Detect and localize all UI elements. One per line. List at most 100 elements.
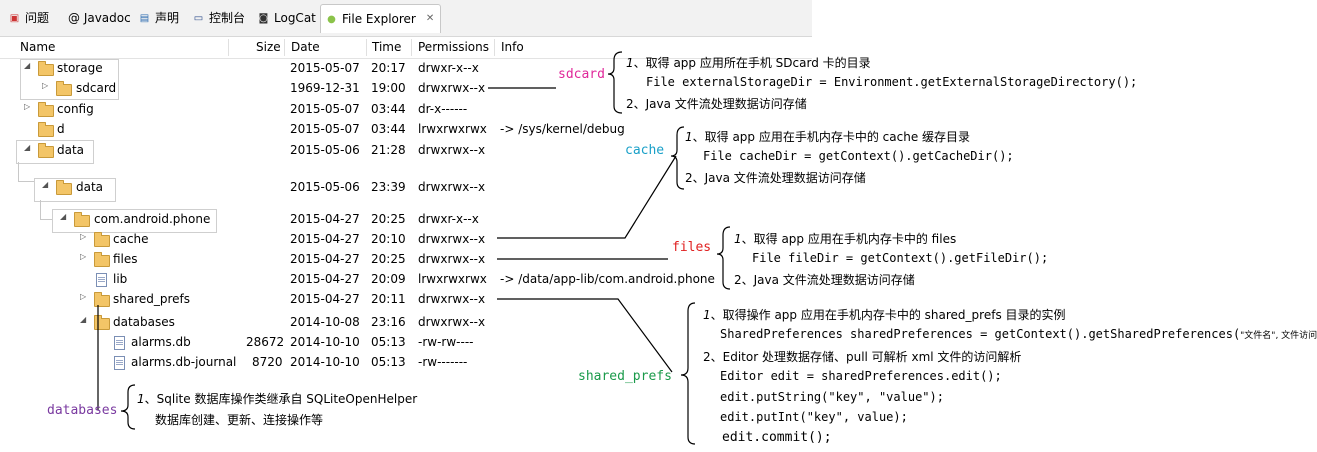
- shared-prefs-note-code: edit.commit();: [722, 430, 832, 445]
- table-row[interactable]: d 2015-05-07 03:44 lrwxrwxrwx -> /sys/ke…: [0, 120, 812, 140]
- table-row[interactable]: ◢ com.android.phone 2015-04-27 20:25 drw…: [0, 210, 812, 230]
- row-time: 23:39: [371, 180, 406, 194]
- folder-icon: [74, 212, 90, 227]
- table-row[interactable]: alarms.db 28672 2014-10-10 05:13 -rw-rw-…: [0, 333, 812, 353]
- table-row[interactable]: ▷ cache 2015-04-27 20:10 drwxrwx--x: [0, 230, 812, 250]
- column-info[interactable]: Info: [501, 40, 524, 54]
- cache-note-code: File cacheDir = getContext().getCacheDir…: [703, 149, 1014, 163]
- row-time: 20:10: [371, 232, 406, 246]
- row-date: 2015-05-07: [290, 122, 360, 136]
- table-row[interactable]: ▷ sdcard 1969-12-31 19:00 drwxrwx--x: [0, 79, 812, 99]
- collapse-icon[interactable]: ◢: [24, 143, 31, 152]
- note-text: 、Java 文件流处理数据访问存储: [633, 97, 807, 111]
- tab-console[interactable]: ▭ 控制台: [192, 6, 245, 30]
- expand-icon[interactable]: ▷: [80, 292, 87, 301]
- column-date[interactable]: Date: [291, 40, 320, 54]
- column-name[interactable]: Name: [20, 40, 56, 54]
- column-time[interactable]: Time: [372, 40, 402, 54]
- note-text: 、Sqlite 数据库操作类继承自 SQLiteOpenHelper: [144, 392, 418, 406]
- table-row[interactable]: lib 2015-04-27 20:09 lrwxrwxrwx -> /data…: [0, 270, 812, 290]
- row-size: 8720: [252, 355, 283, 369]
- tab-logcat[interactable]: ◙ LogCat: [257, 6, 316, 30]
- files-note-line2: 2、Java 文件流处理数据访问存储: [734, 271, 915, 288]
- folder-icon: [94, 232, 110, 247]
- row-time: 23:16: [371, 315, 406, 329]
- step-number: 2: [685, 171, 693, 185]
- shared-prefs-note-line2: 2、Editor 处理数据存储、pull 可解析 xml 文件的访问解析: [703, 348, 1021, 365]
- column-header: Name Size Date Time Permissions Info: [0, 37, 812, 59]
- table-row[interactable]: ◢ databases 2014-10-08 23:16 drwxrwx--x: [0, 313, 812, 333]
- row-date: 2015-05-07: [290, 102, 360, 116]
- row-permissions: drwxrwx--x: [418, 180, 486, 194]
- row-date: 2015-04-27: [290, 292, 360, 306]
- collapse-icon[interactable]: ◢: [24, 61, 31, 70]
- folder-icon: [56, 81, 72, 96]
- step-number: 1: [137, 392, 145, 406]
- folder-icon: [38, 61, 54, 76]
- collapse-icon[interactable]: ◢: [60, 212, 67, 221]
- expand-icon[interactable]: ▷: [80, 252, 87, 261]
- highlight-package: [52, 209, 217, 233]
- folder-icon: [38, 122, 54, 137]
- step-number: 2: [703, 350, 711, 364]
- expand-icon[interactable]: ▷: [24, 102, 31, 111]
- highlight-storage: [20, 59, 119, 100]
- row-info: -> /data/app-lib/com.android.phone: [500, 272, 715, 286]
- expand-icon[interactable]: ▷: [80, 232, 87, 241]
- note-text: 、取得 app 应用在手机内存卡中的 cache 缓存目录: [692, 130, 971, 144]
- note-text: 、取得操作 app 应用在手机内存卡中的 shared_prefs 目录的实例: [710, 308, 1066, 322]
- code-text: SharedPreferences sharedPreferences = ge…: [720, 327, 1241, 341]
- row-time: 05:13: [371, 335, 406, 349]
- cache-label: cache: [625, 143, 665, 158]
- row-name: cache: [113, 232, 149, 246]
- table-row[interactable]: ▷ files 2015-04-27 20:25 drwxrwx--x: [0, 250, 812, 270]
- row-permissions: drwxrwx--x: [418, 292, 486, 306]
- cache-note-line2: 2、Java 文件流处理数据访问存储: [685, 169, 866, 186]
- row-name: databases: [113, 315, 175, 329]
- close-icon[interactable]: ✕: [425, 13, 435, 24]
- row-name: storage: [57, 61, 103, 75]
- tab-declaration[interactable]: ▤ 声明: [138, 6, 179, 30]
- row-name: shared_prefs: [113, 292, 191, 306]
- note-text: 、取得 app 应用所在手机 SDcard 卡的目录: [633, 56, 871, 70]
- row-name: com.android.phone: [94, 212, 211, 226]
- column-permissions[interactable]: Permissions: [418, 40, 489, 54]
- row-name: config: [57, 102, 94, 116]
- table-row[interactable]: ▷ shared_prefs 2015-04-27 20:11 drwxrwx-…: [0, 290, 812, 310]
- row-permissions: drwxrwx--x: [418, 143, 486, 157]
- table-row[interactable]: ◢ data 2015-05-06 23:39 drwxrwx--x: [0, 178, 812, 198]
- row-name: data: [57, 143, 85, 157]
- collapse-icon[interactable]: ◢: [42, 180, 49, 189]
- cache-note-line1: 1、取得 app 应用在手机内存卡中的 cache 缓存目录: [685, 128, 970, 145]
- row-permissions: -rw-------: [418, 355, 468, 369]
- highlight-data: [16, 140, 94, 164]
- folder-icon: [94, 292, 110, 307]
- row-time: 03:44: [371, 102, 406, 116]
- row-time: 20:09: [371, 272, 406, 286]
- table-row[interactable]: ◢ storage 2015-05-07 20:17 drwxr-x--x: [0, 59, 812, 79]
- row-time: 20:17: [371, 61, 406, 75]
- tab-label: 问题: [25, 11, 50, 25]
- tab-label: LogCat: [274, 11, 316, 25]
- row-date: 2015-04-27: [290, 272, 360, 286]
- step-number: 1: [703, 308, 711, 322]
- tab-file-explorer[interactable]: ● File Explorer ✕: [320, 4, 442, 33]
- tab-label: 控制台: [209, 11, 246, 25]
- column-size[interactable]: Size: [256, 40, 281, 54]
- row-date: 2015-05-06: [290, 143, 360, 157]
- row-date: 2014-10-10: [290, 355, 360, 369]
- row-name: alarms.db: [131, 335, 191, 349]
- file-icon: [114, 336, 125, 350]
- file-icon: [96, 273, 107, 287]
- collapse-icon[interactable]: ◢: [80, 315, 87, 324]
- tab-problems[interactable]: ▣ 问题: [8, 6, 49, 30]
- table-row[interactable]: alarms.db-journal 8720 2014-10-10 05:13 …: [0, 353, 812, 373]
- folder-icon: [56, 180, 72, 195]
- note-text: 、Java 文件流处理数据访问存储: [741, 273, 915, 287]
- row-date: 1969-12-31: [290, 81, 360, 95]
- table-row[interactable]: ▷ config 2015-05-07 03:44 dr-x------: [0, 100, 812, 120]
- expand-icon[interactable]: ▷: [42, 81, 49, 90]
- table-row[interactable]: ◢ data 2015-05-06 21:28 drwxrwx--x: [0, 141, 812, 161]
- tab-javadoc[interactable]: @ Javadoc: [68, 6, 131, 30]
